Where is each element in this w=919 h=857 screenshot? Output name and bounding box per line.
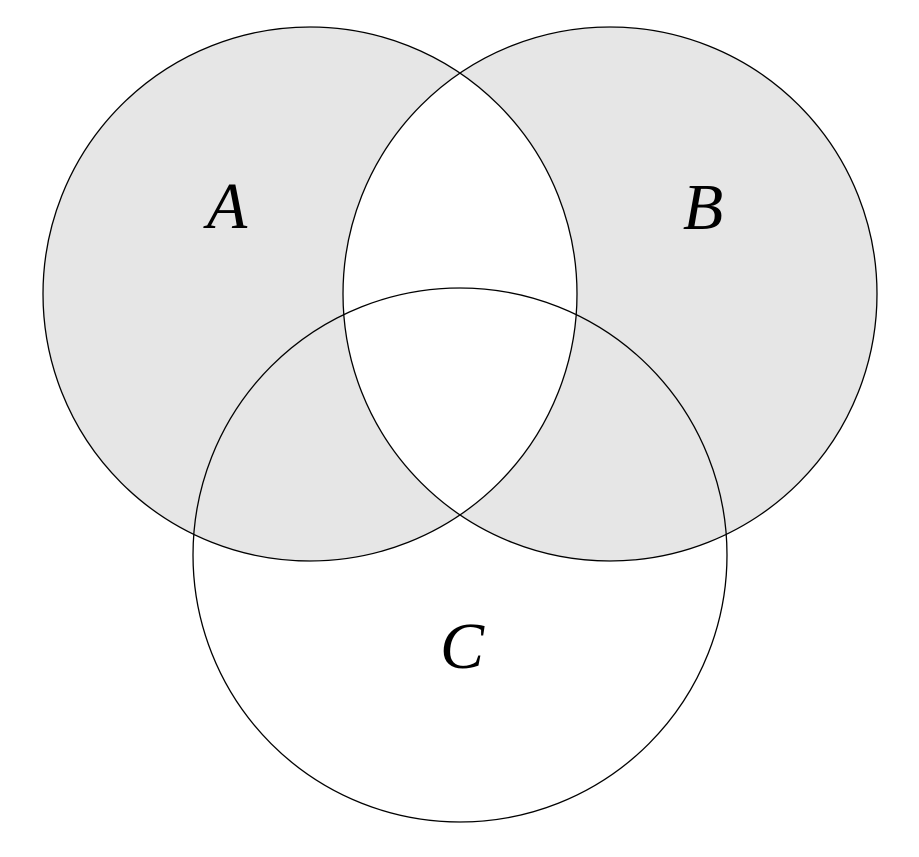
circle-c-outline bbox=[192, 287, 728, 823]
set-label-b: B bbox=[683, 171, 723, 244]
set-label-a: A bbox=[203, 170, 248, 243]
shaded-region-a-xor-b bbox=[43, 26, 878, 562]
circle-a-outline bbox=[42, 26, 578, 562]
circle-b-outline bbox=[342, 26, 878, 562]
set-label-c: C bbox=[440, 610, 485, 683]
